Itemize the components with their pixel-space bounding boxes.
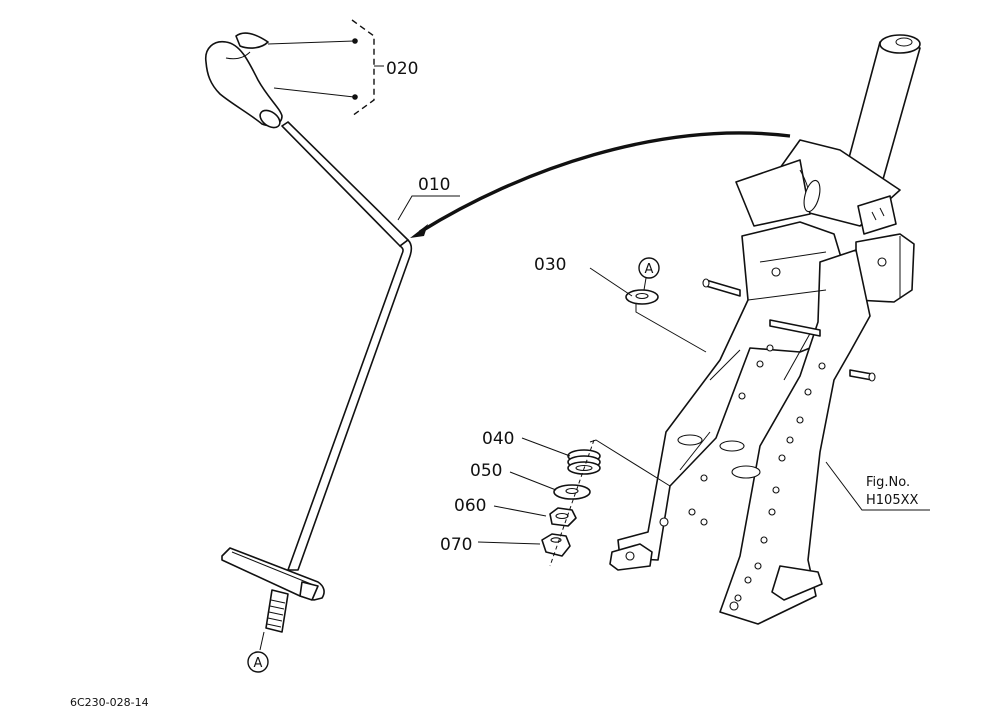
callout-030: 030 [534, 255, 566, 275]
lever-knob [204, 19, 384, 129]
ref-marker-a-bottom-label: A [254, 656, 263, 671]
ref-marker-a-bottom: A [247, 651, 269, 673]
drawing-code: 6C230-028-14 [70, 696, 149, 709]
steering-column-frame [609, 34, 930, 625]
callout-060: 060 [454, 496, 486, 516]
fastener-stack [477, 437, 671, 567]
callout-070: 070 [440, 535, 472, 555]
callout-010: 010 [418, 175, 450, 195]
fig-number: H105XX [866, 493, 918, 508]
assembly-pointer [410, 131, 791, 238]
lever-rod [221, 121, 460, 651]
callout-040: 040 [482, 429, 514, 449]
callout-050: 050 [470, 461, 502, 481]
part-030-washer [589, 267, 707, 353]
callout-020: 020 [386, 59, 418, 79]
ref-marker-a-top: A [638, 257, 660, 291]
fig-label: Fig.No. [866, 475, 910, 490]
ref-marker-a-top-label: A [645, 262, 654, 277]
